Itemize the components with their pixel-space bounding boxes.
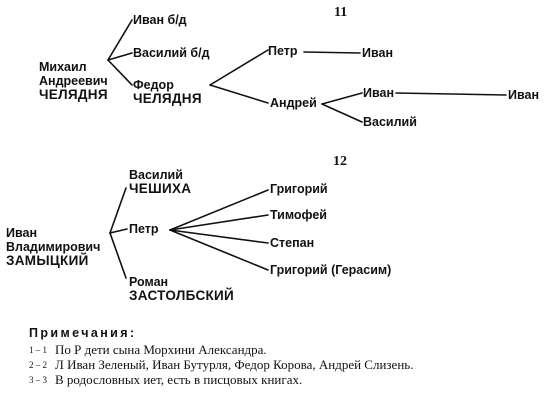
mikhail-patronymic: Андреевич xyxy=(39,74,108,88)
child-stepan-label: Степан xyxy=(270,236,315,250)
tree-number-11: 11 xyxy=(334,5,348,20)
mikhail-surname: ЧЕЛЯДНЯ xyxy=(39,87,108,102)
note-text: В родословных иет, есть в пиcцовых книга… xyxy=(55,372,303,387)
zamytskiy-surname: ЗАМЫЦКИЙ xyxy=(6,253,89,268)
note-text: По Р дети сына Морхини Александра. xyxy=(55,342,267,357)
andrey-label: Андрей xyxy=(270,96,317,110)
fedor-surname: ЧЕЛЯДНЯ xyxy=(133,91,202,106)
edge-mikhail-fedor xyxy=(107,59,133,86)
roman-name: Роман xyxy=(129,275,169,289)
zamytskiy-patronymic: Владимирович xyxy=(6,240,101,254)
child-grigoriy-label: Григорий xyxy=(270,182,328,196)
edge-petr-timofey xyxy=(169,214,269,231)
ivan-son-ivan-label: Иван xyxy=(508,88,540,102)
zamytskiy-name: Иван xyxy=(6,226,38,240)
petr-label: Петр xyxy=(268,44,298,58)
note-marker: 3 – 3 xyxy=(29,375,47,385)
edge-petr-ivan xyxy=(303,51,361,54)
andrey-son-vasiliy-label: Василий xyxy=(363,115,417,129)
note-item: 3 – 3 В родословных иет, есть в пиcцовых… xyxy=(29,372,499,387)
roman-surname: ЗАСТОЛБСКИЙ xyxy=(129,288,235,303)
edge-fedor-petr xyxy=(209,49,269,86)
notes-title: Примечания: xyxy=(29,326,137,340)
edge-zamytskiy-petr xyxy=(109,228,128,234)
vasiliy-surname: ЧЕШИХА xyxy=(129,181,192,196)
edge-mikhail-vasiliy xyxy=(107,52,133,61)
note-text: Л Иван Зеленый, Иван Бутурля, Федор Коро… xyxy=(55,357,414,372)
edge-zamytskiy-roman xyxy=(109,232,127,279)
ivan-bd-label: Иван б/д xyxy=(133,13,187,27)
andrey-son-ivan-label: Иван xyxy=(363,86,395,100)
notes-section: Примечания: 1 – 1 По Р дети сына Морхини… xyxy=(29,326,499,387)
vasiliy-name: Василий xyxy=(129,168,183,182)
edge-petr-grigoriy-gerasim xyxy=(169,229,269,271)
edge-andrey-vasiliy xyxy=(321,103,363,123)
child-timofey-label: Тимофей xyxy=(270,208,327,222)
note-item: 2 – 2 Л Иван Зеленый, Иван Бутурля, Федо… xyxy=(29,357,499,372)
edge-ivan-ivan xyxy=(395,92,507,96)
edge-fedor-andrey xyxy=(209,84,269,104)
edge-petr-stepan xyxy=(169,229,269,244)
petr-12-label: Петр xyxy=(129,222,159,236)
edge-mikhail-ivan xyxy=(107,19,133,61)
edge-zamytskiy-vasiliy xyxy=(109,187,127,234)
fedor-name: Федор xyxy=(133,78,174,92)
edge-petr-grigoriy xyxy=(169,189,269,231)
mikhail-name: Михаил xyxy=(39,60,87,74)
edge-andrey-ivan xyxy=(321,92,363,105)
vasiliy-bd-label: Василий б/д xyxy=(133,46,210,60)
tree-number-12: 12 xyxy=(333,154,347,169)
petr-son-ivan-label: Иван xyxy=(362,46,394,60)
child-grigoriy-gerasim-label: Григорий (Герасим) xyxy=(270,263,392,277)
note-item: 1 – 1 По Р дети сына Морхини Александра. xyxy=(29,342,499,357)
note-marker: 1 – 1 xyxy=(29,345,47,355)
note-marker: 2 – 2 xyxy=(29,360,47,370)
